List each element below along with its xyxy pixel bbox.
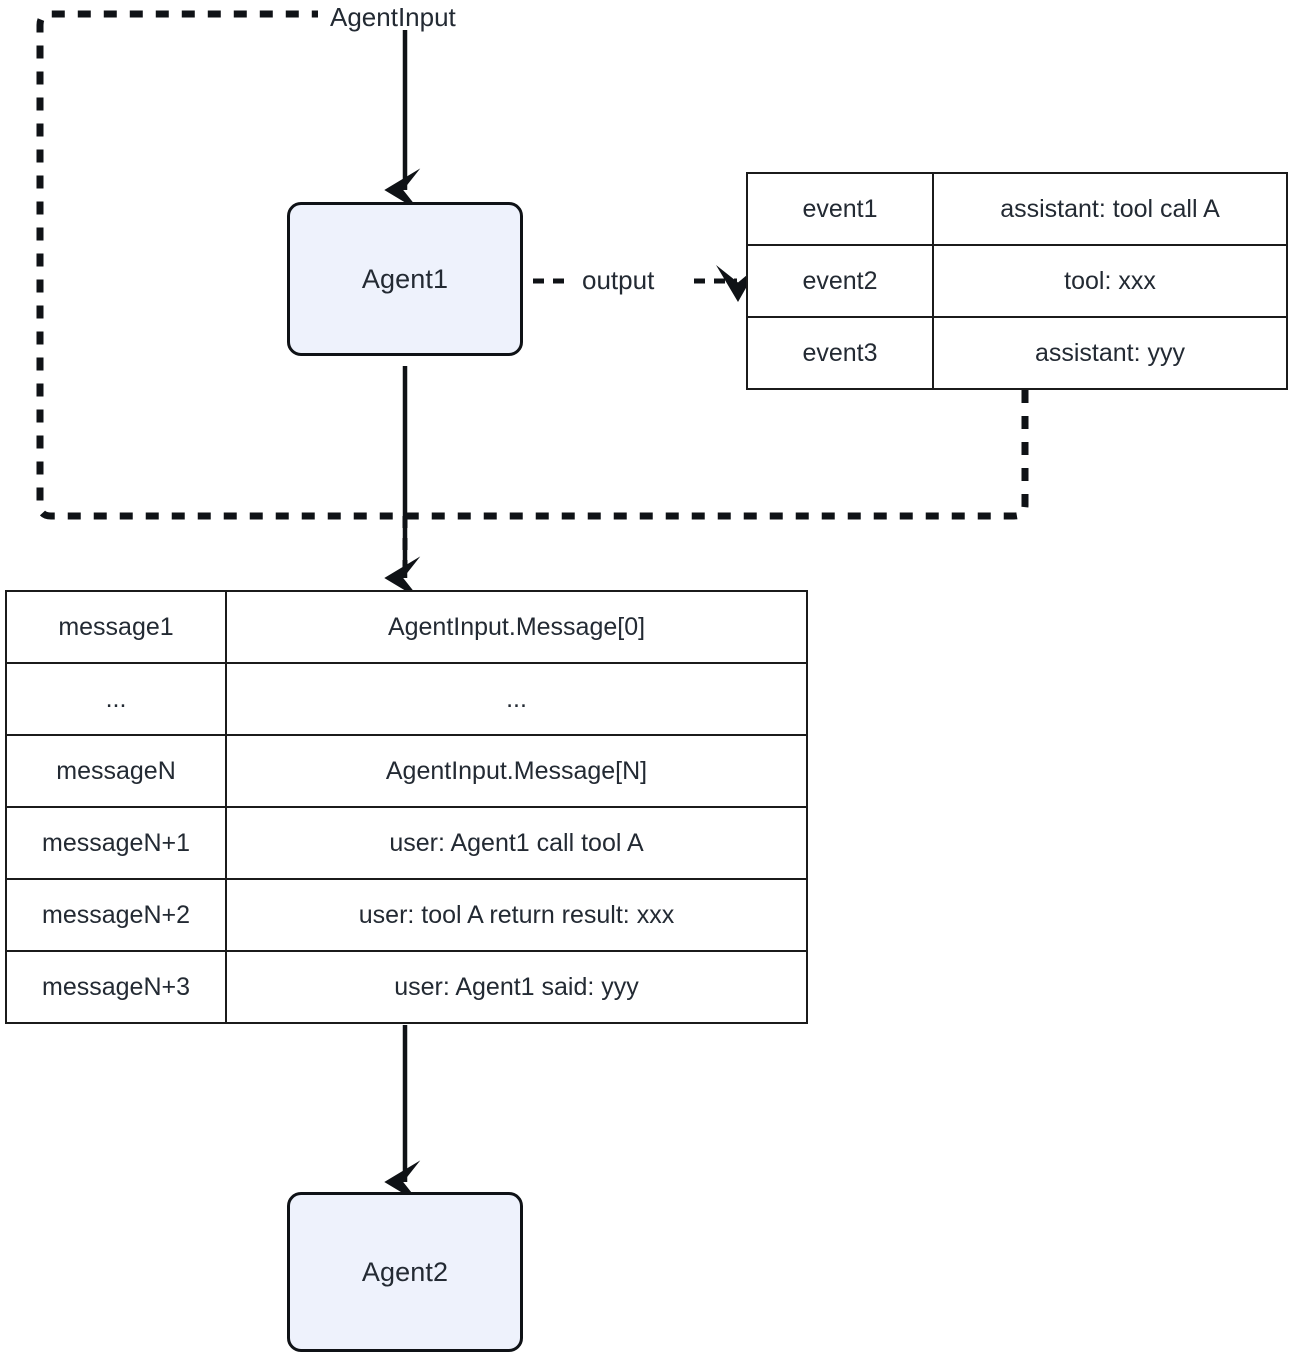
message-row: ......: [5, 662, 808, 736]
edge-label-output: output: [582, 265, 655, 295]
node-agent2[interactable]: Agent2: [287, 1192, 523, 1352]
message-row-key: message1: [5, 590, 227, 664]
event-row-key: event3: [746, 316, 934, 390]
event-row-value: assistant: tool call A: [932, 172, 1288, 246]
node-agent1[interactable]: Agent1: [287, 202, 523, 356]
edge-label-agent-input: AgentInput: [330, 2, 456, 32]
message-row-value: user: Agent1 call tool A: [225, 806, 808, 880]
event-row-key: event1: [746, 172, 934, 246]
message-row-key: messageN: [5, 734, 227, 808]
message-row-key: messageN+3: [5, 950, 227, 1024]
message-row-value: AgentInput.Message[0]: [225, 590, 808, 664]
message-row-value: user: Agent1 said: yyy: [225, 950, 808, 1024]
message-row-key: messageN+2: [5, 878, 227, 952]
message-row-key: messageN+1: [5, 806, 227, 880]
event-row-value: assistant: yyy: [932, 316, 1288, 390]
event-row-key: event2: [746, 244, 934, 318]
event-row-value: tool: xxx: [932, 244, 1288, 318]
message-row-value: ...: [225, 662, 808, 736]
message-row-key: ...: [5, 662, 227, 736]
message-row-value: AgentInput.Message[N]: [225, 734, 808, 808]
message-row-value: user: tool A return result: xxx: [225, 878, 808, 952]
node-agent2-label: Agent2: [361, 1256, 449, 1287]
node-agent1-label: Agent1: [361, 263, 449, 294]
